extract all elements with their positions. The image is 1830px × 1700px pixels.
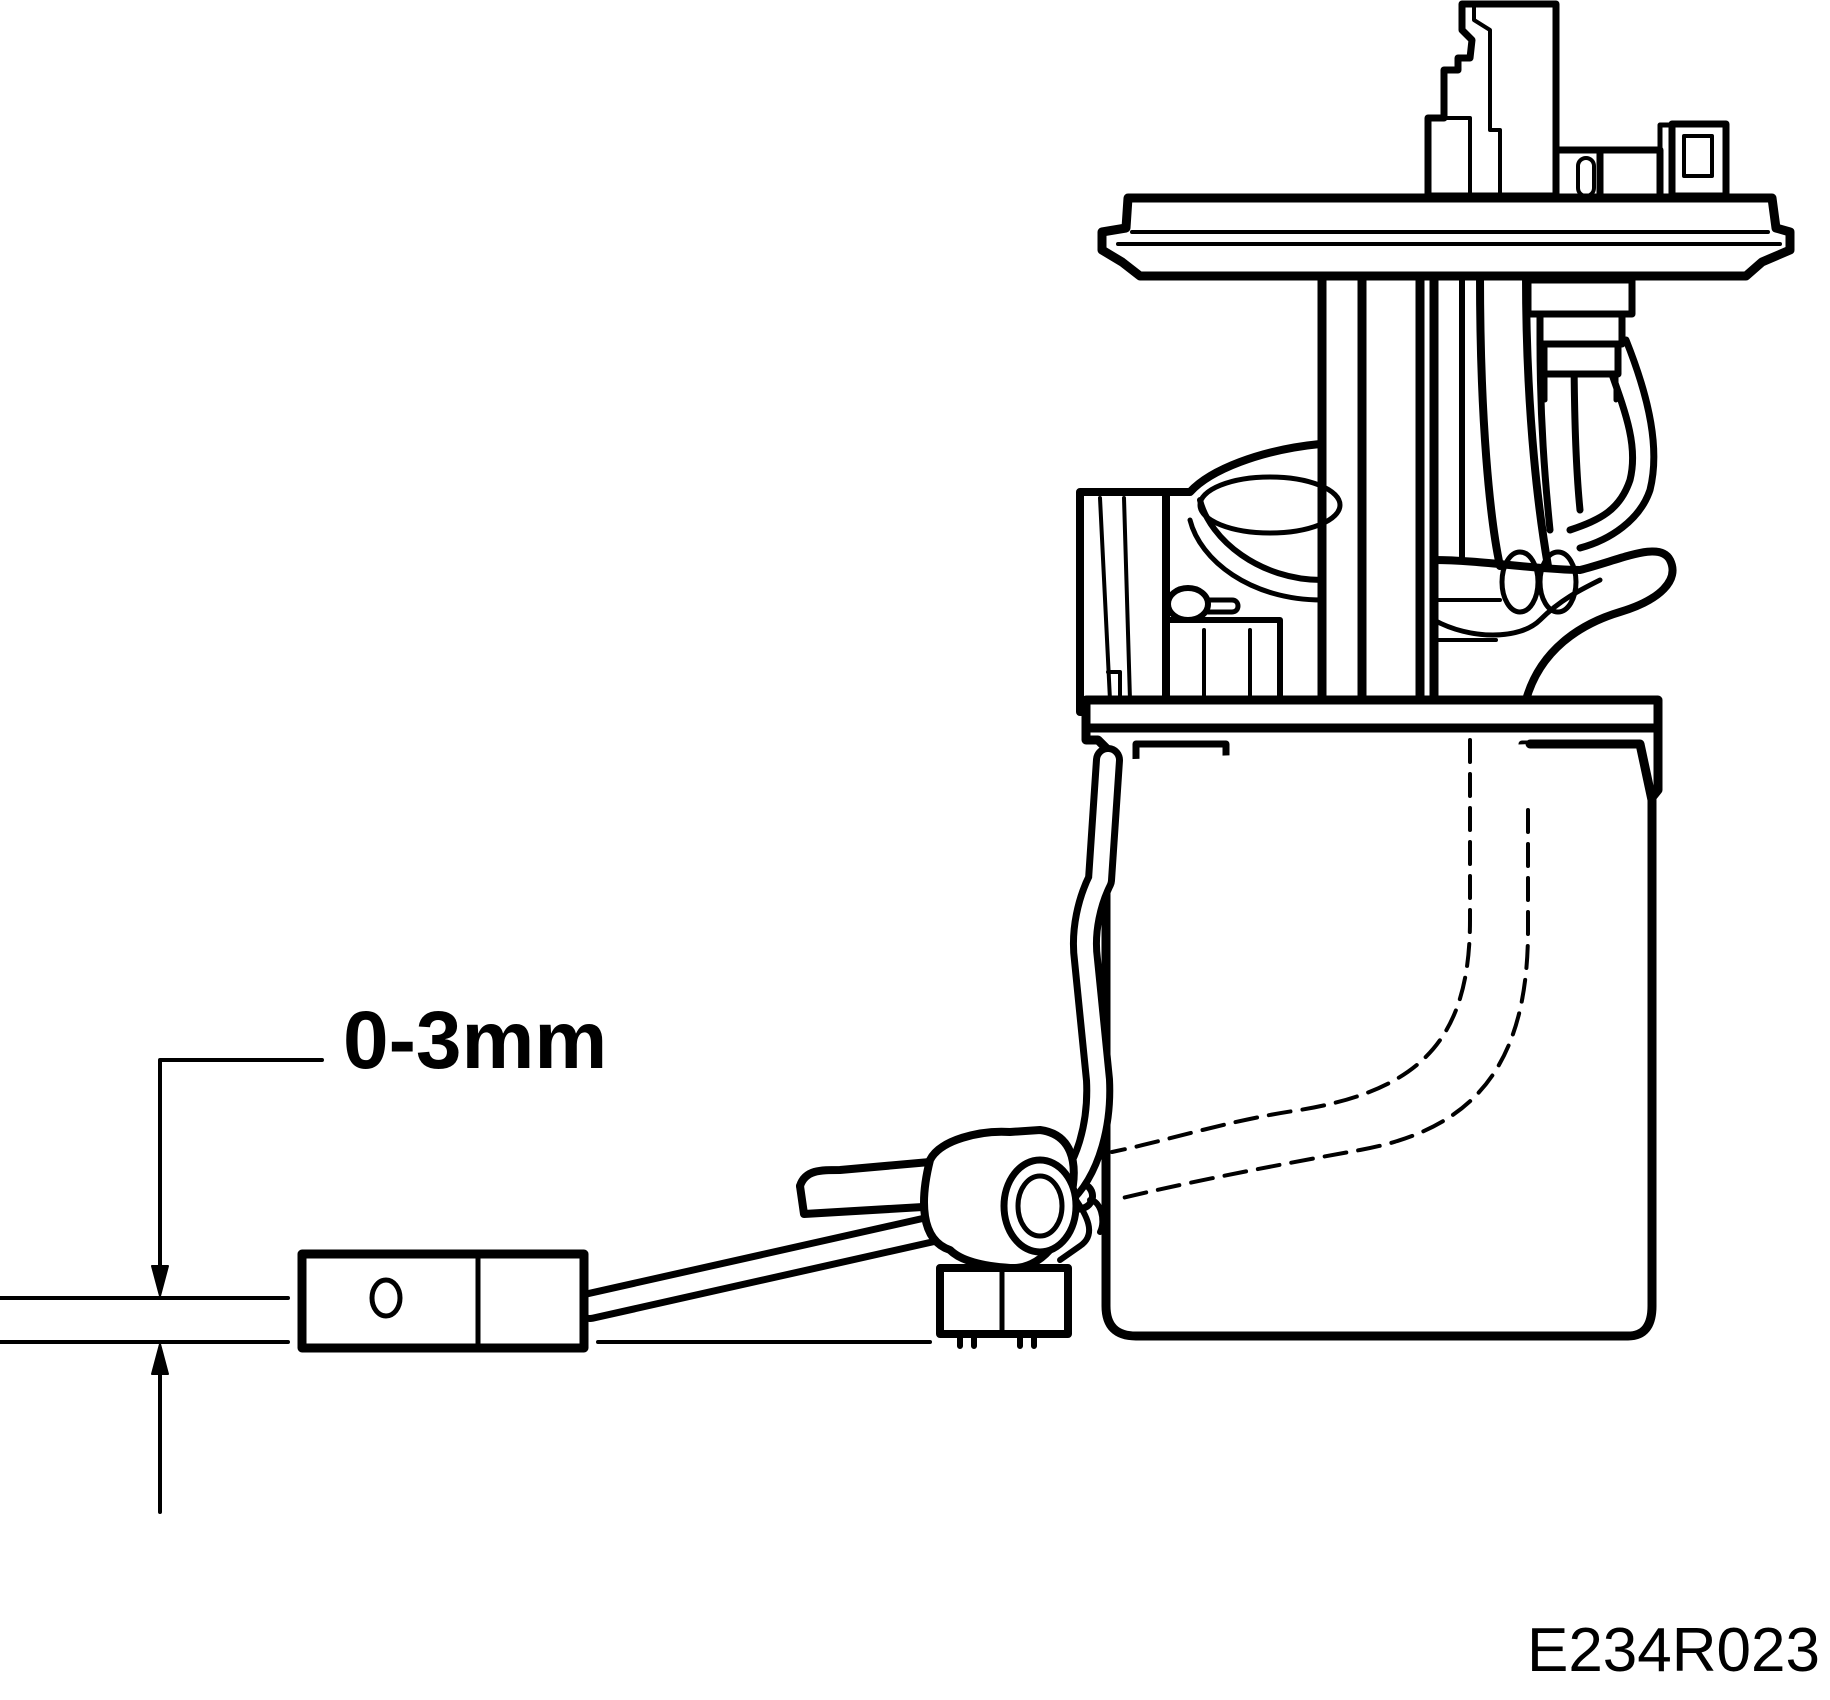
- sender-pivot: [796, 1126, 1106, 1349]
- mounting-flange: [1097, 193, 1795, 281]
- dimension-label: 0-3mm: [343, 995, 608, 1086]
- figure-reference-code: E234R023: [1526, 1616, 1820, 1685]
- dimension-leader: [158, 1058, 324, 1292]
- internal-pickup-tube-hidden: [1110, 738, 1530, 1202]
- arrow-up-icon: [151, 1343, 169, 1375]
- reservoir-top-plate: [1081, 695, 1663, 805]
- guide-rods: [1317, 271, 1552, 705]
- dimension-lines: [0, 1058, 932, 1514]
- top-connector: [1424, 0, 1730, 200]
- arrow-down-icon: [151, 1265, 169, 1297]
- fuel-reservoir: [1101, 739, 1657, 1341]
- pump-housing-upper: [1076, 440, 1677, 716]
- hoses: [1524, 272, 1658, 552]
- float: [297, 1249, 589, 1353]
